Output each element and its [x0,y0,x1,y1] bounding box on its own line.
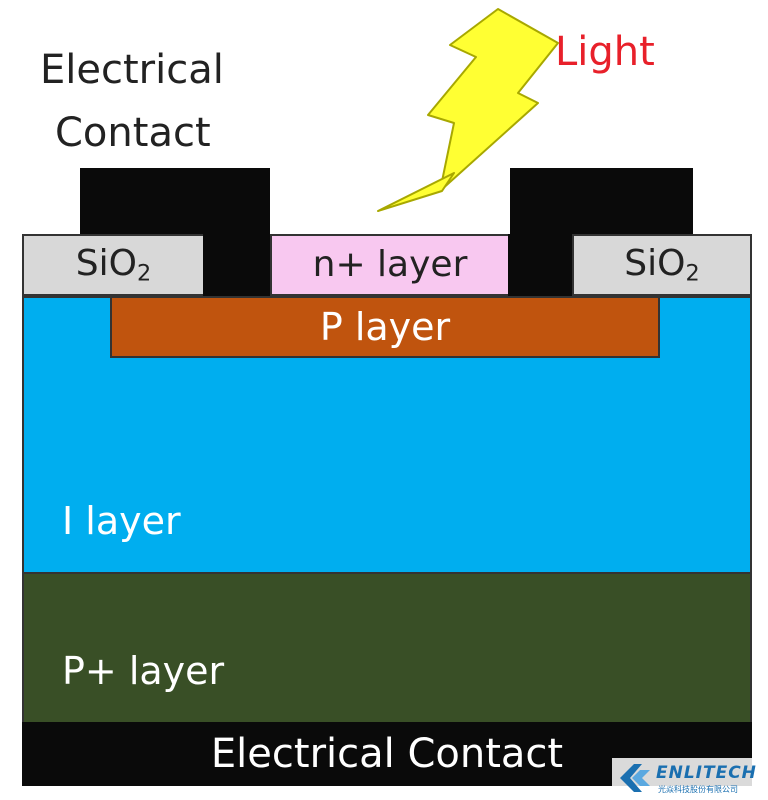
top-electrical-contact-left [80,168,270,238]
sio2-right: SiO2 [572,234,752,296]
enlitech-logo-subtitle: 光焱科技股份有限公司 [658,785,738,794]
sio2-left: SiO2 [22,234,205,296]
p-plus-layer [22,572,752,724]
lightning-bolt-icon [377,8,559,212]
enlitech-logo-icon [620,764,650,792]
sio2-left-text: SiO2 [75,242,152,287]
top-contact-label-line1: Electrical [40,47,224,93]
n-plus-layer-label: n+ layer [312,244,468,285]
top-contact-label-line2: Contact [55,110,211,156]
bottom-contact-label: Electrical Contact [210,731,564,777]
p-plus-layer-label: P+ layer [62,649,225,693]
i-layer-label: I layer [62,499,181,543]
sio2-right-text: SiO2 [624,242,700,287]
top-electrical-contact-right [510,168,693,238]
n-plus-layer: n+ layer [270,234,510,296]
p-layer: P layer [110,296,660,358]
contact-right-stem [508,234,574,296]
enlitech-logo-name: ENLITECH [656,763,757,783]
light-label: Light [555,29,655,75]
contact-left-stem [203,234,272,296]
enlitech-logo: ENLITECH 光焱科技股份有限公司 [612,758,768,800]
p-layer-label: P layer [319,305,451,349]
